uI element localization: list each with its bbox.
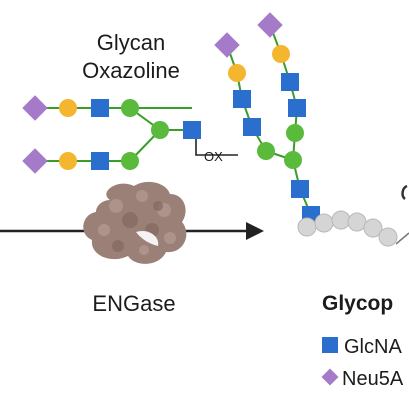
legend-glcnac-label: GlcNA xyxy=(344,336,402,358)
protein-chain xyxy=(297,184,409,247)
neu5ac-diamond xyxy=(257,12,283,38)
glycan-oxazoline: OX xyxy=(22,95,238,174)
amino-acid-bead xyxy=(331,210,351,230)
core-glcnac-square xyxy=(183,121,201,139)
mannose-circle xyxy=(121,99,139,117)
product-title: Glycop xyxy=(322,292,393,315)
mannose-circle xyxy=(121,152,139,170)
oxazoline-title-line1: Glycan xyxy=(97,30,165,55)
engase-enzyme xyxy=(83,181,187,264)
oxazoline-title-line2: Oxazoline xyxy=(82,58,180,83)
mannose-circle xyxy=(286,124,304,142)
neu5ac-diamond xyxy=(22,95,48,121)
oxazoline-bracket xyxy=(195,139,238,156)
glcnac-square xyxy=(281,73,299,91)
glcnac-square xyxy=(243,118,261,136)
galactose-circle xyxy=(59,99,77,117)
glcnac-square xyxy=(233,90,251,108)
neu5ac-diamond xyxy=(22,148,48,174)
amino-acid-bead xyxy=(347,212,367,232)
amino-acid-bead xyxy=(297,217,317,237)
legend-neu5ac-diamond xyxy=(321,368,339,386)
glcnac-square xyxy=(288,99,306,117)
core-mannose-circle xyxy=(151,121,169,139)
glycoprotein-product xyxy=(214,12,409,247)
amino-acid-bead xyxy=(363,218,383,238)
galactose-circle xyxy=(228,64,246,82)
amino-acid-bead xyxy=(314,213,334,233)
core-glcnac-square xyxy=(291,180,309,198)
glcnac-square xyxy=(91,152,109,170)
galactose-circle xyxy=(59,152,77,170)
mannose-circle xyxy=(257,142,275,160)
legend-glcnac-square xyxy=(322,337,338,353)
oxazoline-tag: OX xyxy=(204,149,223,164)
core-mannose-circle xyxy=(284,151,302,169)
neu5ac-diamond xyxy=(214,32,240,58)
legend: GlcNA Neu5A xyxy=(321,336,404,390)
enzyme-label: ENGase xyxy=(92,291,175,316)
galactose-circle xyxy=(272,45,290,63)
amino-acid-bead xyxy=(378,227,398,247)
glcnac-square xyxy=(91,99,109,117)
legend-neu5ac-label: Neu5A xyxy=(342,368,404,390)
